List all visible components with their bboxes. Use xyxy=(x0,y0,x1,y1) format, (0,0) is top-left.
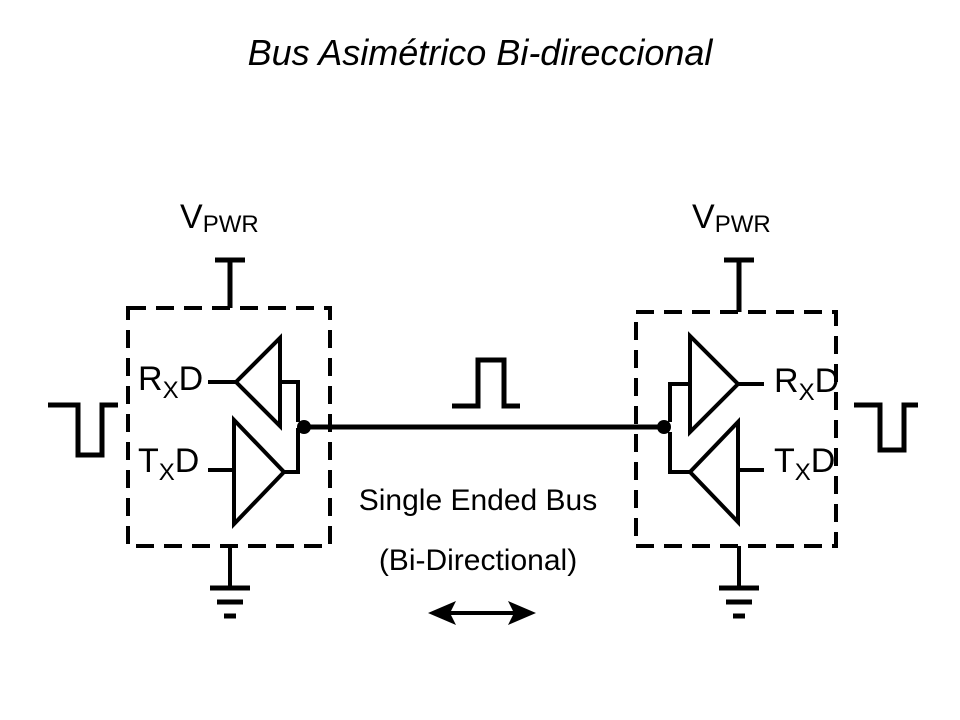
right-txd-label: TXD xyxy=(774,442,835,486)
left-ground-symbol xyxy=(210,546,250,619)
left-txd-label: TXD xyxy=(138,442,199,486)
right-power-connector xyxy=(724,257,754,312)
page-title: Bus Asimétrico Bi-direccional xyxy=(247,32,713,73)
left-power-connector xyxy=(215,257,245,308)
right-transmitter-buffer xyxy=(687,417,740,527)
right-pulse-waveform xyxy=(854,402,918,453)
right-transceiver-box xyxy=(634,310,838,548)
left-node: VPWR RXD TXD xyxy=(48,198,332,619)
bus-pulse-waveform xyxy=(452,357,520,409)
right-bus-junction xyxy=(657,420,671,434)
left-pulse-waveform xyxy=(48,402,118,458)
right-node: VPWR RXD TXD xyxy=(634,198,918,619)
bidirectional-arrow-icon xyxy=(428,601,536,625)
left-transmitter-buffer xyxy=(232,415,287,529)
bus-caption-line1: Single Ended Bus xyxy=(359,484,598,517)
right-vpwr-label: VPWR xyxy=(692,198,771,238)
right-ground-symbol xyxy=(719,546,759,619)
right-rxd-label: RXD xyxy=(774,362,839,406)
left-vpwr-label: VPWR xyxy=(180,198,259,238)
left-rxd-label: RXD xyxy=(138,360,203,404)
bus-caption-line2: (Bi-Directional) xyxy=(379,544,577,577)
left-receiver-buffer xyxy=(233,333,282,431)
right-receiver-buffer xyxy=(688,331,741,437)
